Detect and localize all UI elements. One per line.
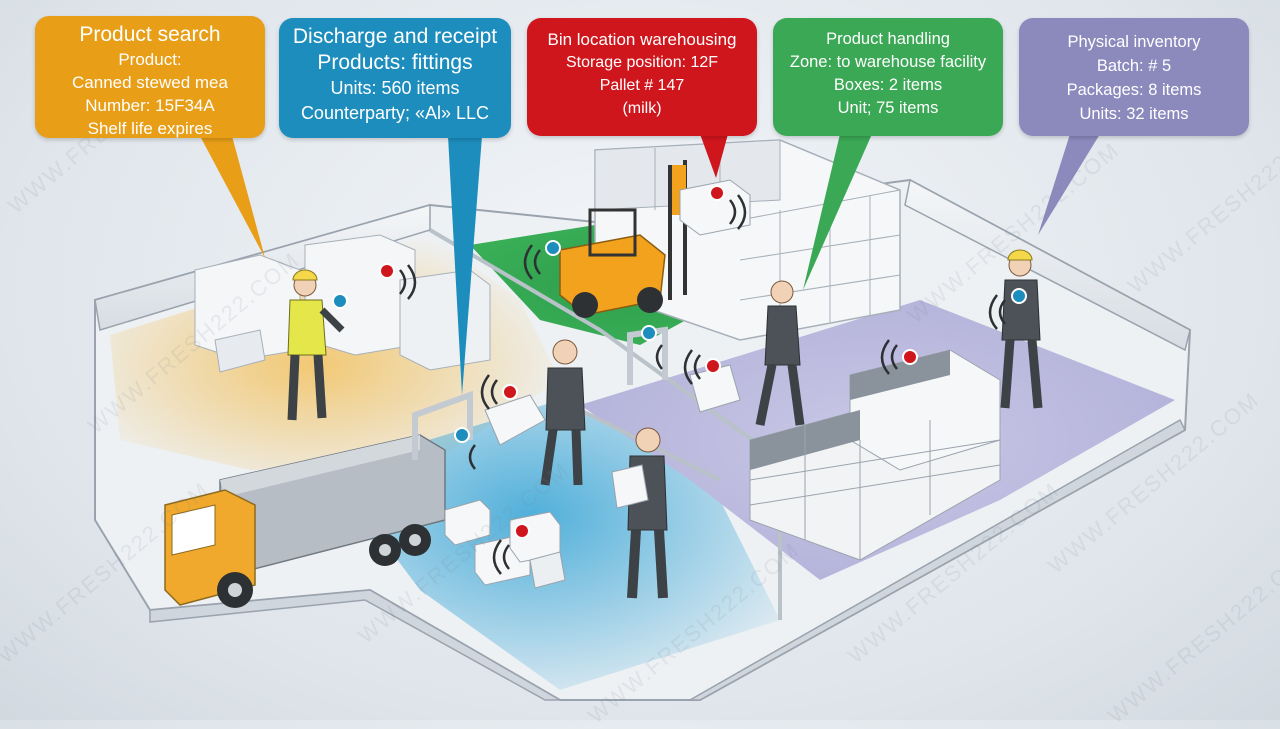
pointer-bin-location (700, 134, 728, 178)
callout-line: Boxes: 2 items (833, 76, 943, 94)
worker-receipt (484, 339, 586, 486)
receipt-boxes (444, 499, 566, 589)
pointer-product-search (200, 136, 265, 258)
callout-line: Product: (118, 50, 182, 69)
tag-marker-red (379, 263, 395, 279)
callout-pointers (200, 134, 1100, 395)
signal-waves (399, 194, 1006, 575)
callout-line: Zone: to warehouse facility (789, 53, 987, 71)
callout-line: Unit; 75 items (837, 99, 939, 117)
callout-line: Number: 15F34A (85, 96, 215, 115)
callout-line: Pallet # 147 (599, 77, 685, 94)
worker-handling (689, 280, 805, 426)
worker-carrying (611, 427, 668, 599)
tag-marker-red (709, 185, 725, 201)
callout-line: Canned stewed mea (72, 73, 228, 92)
tag-marker-red (502, 384, 518, 400)
reader-marker-blue (332, 293, 348, 309)
callout-title: Product search (79, 23, 221, 46)
callout-line: Counterparty; «Al» LLC (300, 103, 490, 123)
callout-line: Batch: # 5 (1096, 57, 1172, 75)
truck (164, 434, 446, 608)
callout-line: Products: fittings (317, 51, 473, 74)
callout-physical-inventory: Physical inventory Batch: # 5 Packages: … (1019, 18, 1249, 136)
callout-title: Discharge and receipt (292, 25, 498, 48)
reader-marker-blue (1011, 288, 1027, 304)
reader-marker-blue (641, 325, 657, 341)
tag-marker-red (705, 358, 721, 374)
callout-product-search: Product search Product: Canned stewed me… (35, 16, 265, 138)
pointer-physical-inventory (1038, 134, 1100, 235)
callout-line: Packages: 8 items (1066, 81, 1202, 99)
zone-divider (428, 228, 782, 620)
pointer-discharge (448, 136, 482, 395)
callout-discharge-receipt: Discharge and receipt Products: fittings… (279, 18, 511, 138)
inventory-boxes (749, 349, 1001, 561)
callout-line: Units: 32 items (1079, 105, 1189, 123)
tag-marker-red (902, 349, 918, 365)
callout-title: Bin location warehousing (547, 30, 737, 49)
tag-marker-red (514, 523, 530, 539)
callout-title: Physical inventory (1067, 33, 1201, 51)
callout-bin-location: Bin location warehousing Storage positio… (527, 18, 757, 136)
front-wall-left (149, 589, 563, 701)
callout-line: (milk) (622, 100, 662, 117)
reader-marker-blue (545, 240, 561, 256)
pointer-product-handling (803, 134, 872, 290)
callout-product-handling: Product handling Zone: to warehouse faci… (773, 18, 1003, 136)
reader-marker-blue (454, 427, 470, 443)
front-wall (687, 418, 1186, 701)
callout-line: Shelf life expires (87, 119, 213, 138)
rfid-tags (332, 185, 1027, 539)
callout-title: Product handling (826, 30, 950, 48)
worker-search (287, 269, 345, 421)
back-wall-right (904, 178, 1191, 352)
callout-line: Storage position: 12F (565, 54, 719, 71)
callout-line: Units: 560 items (330, 78, 460, 98)
